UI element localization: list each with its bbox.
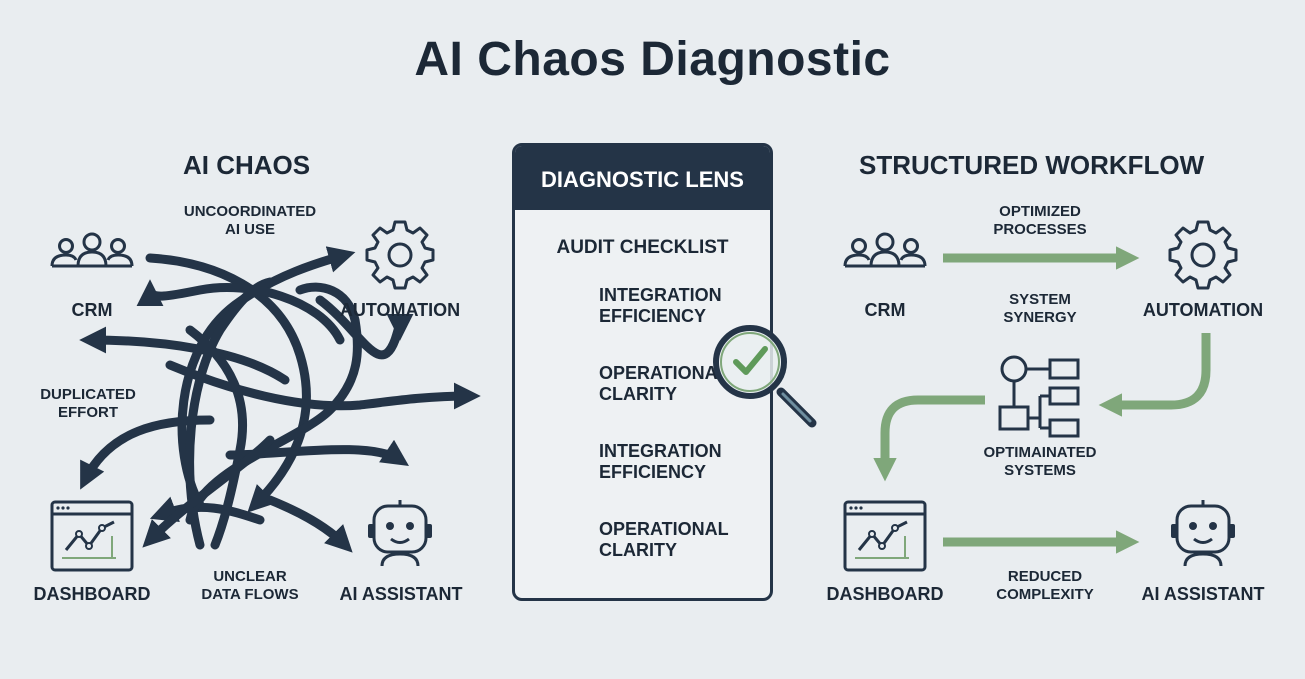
- automation-gear-icon: [365, 220, 435, 290]
- annotation-line: SYNERGY: [1003, 309, 1077, 326]
- checklist-item-line: CLARITY: [599, 540, 677, 560]
- annotation-line: DATA FLOWS: [201, 586, 299, 603]
- annotation-systems: OPTIMAINATED SYSTEMS: [955, 444, 1125, 480]
- dashboard-chart-icon: [50, 500, 134, 572]
- annotation-line: DUPLICATED: [40, 386, 136, 403]
- checklist-item: INTEGRATION EFFICIENCY: [599, 441, 722, 483]
- left-heading: AI CHAOS: [183, 150, 311, 180]
- checklist-item-line: INTEGRATION: [599, 441, 722, 461]
- crm-people-icon: [843, 232, 927, 268]
- automation-gear-icon: [1168, 220, 1238, 290]
- right-crm-label: CRM: [864, 300, 906, 320]
- annotation-optimized: OPTIMIZED PROCESSES: [970, 203, 1110, 239]
- checklist-item-line: EFFICIENCY: [599, 306, 707, 326]
- ai-assistant-robot-icon: [366, 498, 434, 568]
- annotation-line: EFFORT: [58, 404, 118, 421]
- annotation-line: OPTIMAINATED: [983, 444, 1097, 461]
- annotation-line: OPTIMIZED: [999, 203, 1081, 220]
- annotation-uncoordinated: UNCOORDINATED AI USE: [170, 203, 330, 239]
- right-automation-label: AUTOMATION: [1142, 300, 1264, 320]
- chaos-arrows: [79, 246, 481, 553]
- right-assistant-label: AI ASSISTANT: [1141, 584, 1265, 604]
- dashboard-chart-icon: [843, 500, 927, 572]
- ai-assistant-robot-icon: [1169, 498, 1237, 568]
- audit-checklist-heading: AUDIT CHECKLIST: [556, 237, 729, 258]
- crm-people-icon: [50, 232, 134, 268]
- annotation-line: COMPLEXITY: [996, 586, 1094, 603]
- checklist-item: OPERATIONAL CLARITY: [599, 519, 729, 561]
- flowchart-icon: [998, 355, 1080, 438]
- annotation-unclear: UNCLEAR DATA FLOWS: [180, 568, 320, 604]
- checklist-item: OPERATIONAL CLARITY: [599, 363, 719, 405]
- lens-heading: DIAGNOSTIC LENS: [515, 146, 770, 210]
- checklist-item-line: OPERATIONAL: [599, 363, 719, 383]
- workflow-arrows: [873, 246, 1211, 554]
- annotation-line: UNCOORDINATED: [183, 203, 317, 220]
- left-assistant-label: AI ASSISTANT: [339, 584, 463, 604]
- annotation-line: REDUCED: [1007, 568, 1083, 585]
- annotation-line: UNCLEAR: [213, 568, 287, 585]
- checklist-item: INTEGRATION EFFICIENCY: [599, 285, 722, 327]
- annotation-line: AI USE: [224, 221, 275, 238]
- right-heading: STRUCTURED WORKFLOW: [859, 150, 1205, 180]
- page-title: AI Chaos Diagnostic: [414, 33, 891, 86]
- annotation-duplicated: DUPLICATED EFFORT: [18, 386, 158, 422]
- left-dashboard-label: DASHBOARD: [33, 584, 151, 604]
- checklist-item-line: OPERATIONAL: [599, 519, 729, 539]
- checklist-item-line: INTEGRATION: [599, 285, 722, 305]
- annotation-line: SYSTEM: [1009, 291, 1071, 308]
- left-crm-label: CRM: [71, 300, 113, 320]
- left-automation-label: AUTOMATION: [339, 300, 461, 320]
- annotation-line: SYSTEMS: [1004, 462, 1076, 479]
- checklist-item-line: EFFICIENCY: [599, 462, 707, 482]
- annotation-reduced: REDUCED COMPLEXITY: [970, 568, 1120, 604]
- annotation-synergy: SYSTEM SYNERGY: [970, 291, 1110, 327]
- checklist-item-line: CLARITY: [599, 384, 677, 404]
- annotation-line: PROCESSES: [993, 221, 1087, 238]
- right-dashboard-label: DASHBOARD: [826, 584, 944, 604]
